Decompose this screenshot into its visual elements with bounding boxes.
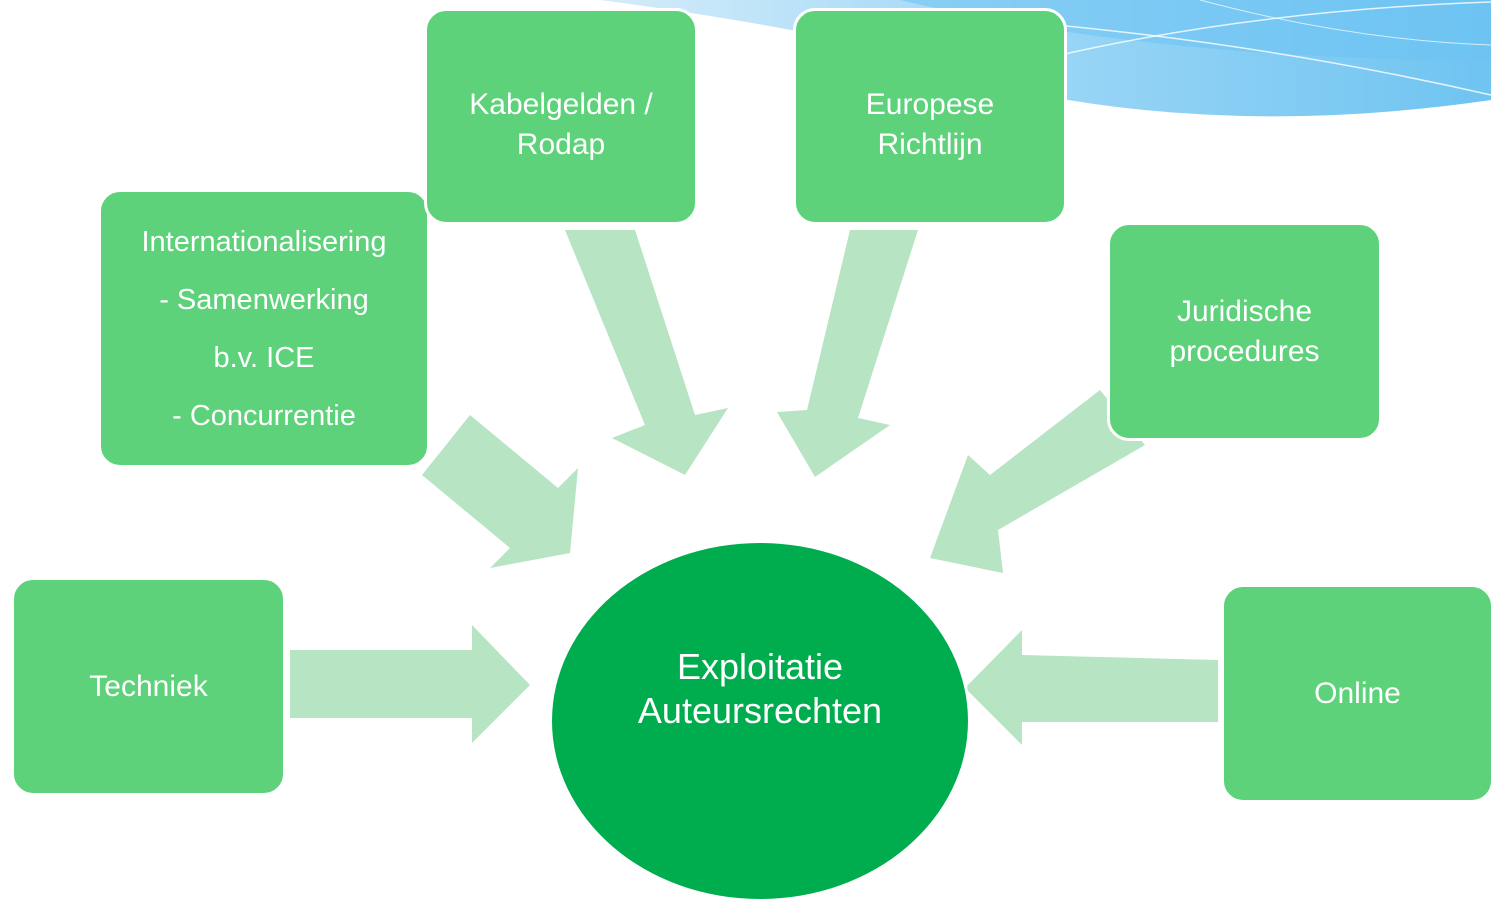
arrow-from-techniek <box>290 625 530 743</box>
node-internationalisering: Internationalisering - Samenwerking b.v.… <box>98 189 430 468</box>
node-techniek-label: Techniek <box>89 669 208 703</box>
arrow-from-kabelgelden <box>565 230 728 475</box>
center-node-label: Exploitatie Auteursrechten <box>637 646 883 731</box>
node-internationalisering-label: Internationalisering - Samenwerking b.v.… <box>141 225 387 432</box>
arrow-from-europese-richtlijn <box>777 230 918 477</box>
node-kabelgelden: Kabelgelden / Rodap <box>424 8 698 225</box>
node-juridische-procedures: Juridische procedures <box>1107 222 1382 441</box>
node-juridische-procedures-label: Juridische procedures <box>1169 294 1320 368</box>
node-europese-richtlijn: Europese Richtlijn <box>793 8 1067 225</box>
node-techniek: Techniek <box>11 577 286 796</box>
node-online-label: Online <box>1314 676 1401 710</box>
node-europese-richtlijn-label: Europese Richtlijn <box>865 88 995 161</box>
arrow-from-internationalisering <box>422 415 578 568</box>
center-node: Exploitatie Auteursrechten <box>549 540 971 902</box>
node-kabelgelden-label: Kabelgelden / Rodap <box>469 88 653 161</box>
arrow-from-online <box>965 630 1218 745</box>
arrows-layer <box>290 230 1218 745</box>
arrow-from-juridische <box>930 390 1145 573</box>
node-online: Online <box>1221 584 1491 803</box>
